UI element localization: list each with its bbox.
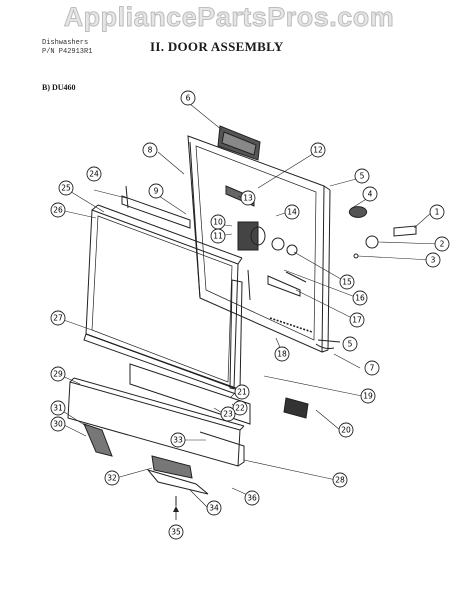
callout-23: 23 — [220, 406, 236, 422]
callout-label: 35 — [171, 528, 181, 537]
callout-label: 16 — [355, 294, 365, 303]
callout-29: 29 — [50, 366, 66, 382]
callout-label: 27 — [53, 314, 63, 323]
callout-label: 36 — [247, 494, 257, 503]
inner-door-panel — [187, 125, 341, 353]
callout-label: 1 — [435, 208, 440, 217]
callout-5: 5 — [354, 168, 370, 184]
callout-label: 5 — [348, 340, 353, 349]
header-line1: Dishwashers — [42, 39, 89, 47]
callout-label: 3 — [431, 256, 436, 265]
callout-20: 20 — [338, 422, 354, 438]
callout-label: 25 — [61, 184, 71, 193]
callout-19: 19 — [360, 388, 376, 404]
callout-13: 13 — [240, 190, 256, 206]
callout-label: 21 — [237, 388, 247, 397]
callout-label: 12 — [313, 146, 323, 155]
callout-32: 32 — [104, 470, 120, 486]
callout-15: 15 — [339, 274, 355, 290]
callout-4: 4 — [362, 186, 378, 202]
callout-34: 34 — [206, 500, 222, 516]
callout-1: 1 — [429, 204, 445, 220]
bottom-trim — [83, 333, 237, 395]
callout-label: 26 — [53, 206, 63, 215]
callout-33: 33 — [170, 432, 186, 448]
callout-label: 34 — [209, 504, 219, 513]
watermark: AppliancePartsPros.com — [63, 2, 395, 33]
callout-8: 8 — [142, 142, 158, 158]
callout-10: 10 — [210, 214, 226, 230]
callout-label: 24 — [89, 170, 99, 179]
callout-28: 28 — [332, 472, 348, 488]
kick-panel — [67, 363, 251, 467]
callout-24: 24 — [86, 166, 102, 182]
callout-25: 25 — [58, 180, 74, 196]
callout-label: 19 — [363, 392, 373, 401]
callout-label: 5 — [360, 172, 365, 181]
callout-30: 30 — [50, 416, 66, 432]
callout-22: 22 — [232, 400, 248, 416]
top-trim — [121, 195, 191, 229]
callout-label: 32 — [107, 474, 117, 483]
lower-bracket — [151, 455, 193, 479]
callout-label: 10 — [213, 218, 223, 227]
callout-label: 23 — [223, 410, 233, 419]
callout-label: 30 — [53, 420, 63, 429]
page-title: II. DOOR ASSEMBLY — [150, 39, 284, 54]
model-label: B) DU460 — [42, 83, 76, 92]
callout-14: 14 — [284, 204, 300, 220]
callout-label: 6 — [186, 94, 191, 103]
callout-7: 7 — [364, 360, 380, 376]
callout-label: 9 — [154, 187, 159, 196]
callout-17: 17 — [349, 312, 365, 328]
callout-9: 9 — [148, 183, 164, 199]
callout-35: 35 — [168, 524, 184, 540]
callout-36: 36 — [244, 490, 260, 506]
callout-group: 1234556789101112131415161718192021222324… — [50, 90, 450, 540]
up-arrow-icon — [173, 506, 179, 520]
callout-label: 8 — [148, 146, 153, 155]
callout-label: 15 — [342, 278, 352, 287]
callout-label: 2 — [440, 240, 445, 249]
latch-mechanism — [225, 185, 307, 301]
callout-label: 11 — [213, 232, 223, 241]
callout-27: 27 — [50, 310, 66, 326]
side-bracket — [83, 423, 113, 457]
door-spring — [269, 317, 313, 333]
callout-label: 22 — [235, 404, 245, 413]
callout-2: 2 — [434, 236, 450, 252]
callout-11: 11 — [210, 228, 226, 244]
callout-26: 26 — [50, 202, 66, 218]
callout-label: 14 — [287, 208, 297, 217]
callout-label: 20 — [341, 426, 351, 435]
callout-label: 17 — [352, 316, 362, 325]
knob — [348, 206, 368, 218]
callout-3: 3 — [425, 252, 441, 268]
callout-31: 31 — [50, 400, 66, 416]
callout-5: 5 — [342, 336, 358, 352]
callout-label: 4 — [368, 190, 373, 199]
callout-18: 18 — [274, 346, 290, 362]
callout-label: 7 — [370, 364, 375, 373]
callout-label: 18 — [277, 350, 287, 359]
callout-21: 21 — [234, 384, 250, 400]
callout-label: 13 — [243, 194, 253, 203]
callout-12: 12 — [310, 142, 326, 158]
bracket — [283, 397, 309, 419]
callout-label: 31 — [53, 404, 63, 413]
callout-16: 16 — [352, 290, 368, 306]
callout-label: 28 — [335, 476, 345, 485]
header-line2: P/N P42913R1 — [42, 48, 93, 56]
callout-6: 6 — [180, 90, 196, 106]
callout-label: 29 — [53, 370, 63, 379]
callout-label: 33 — [173, 436, 183, 445]
